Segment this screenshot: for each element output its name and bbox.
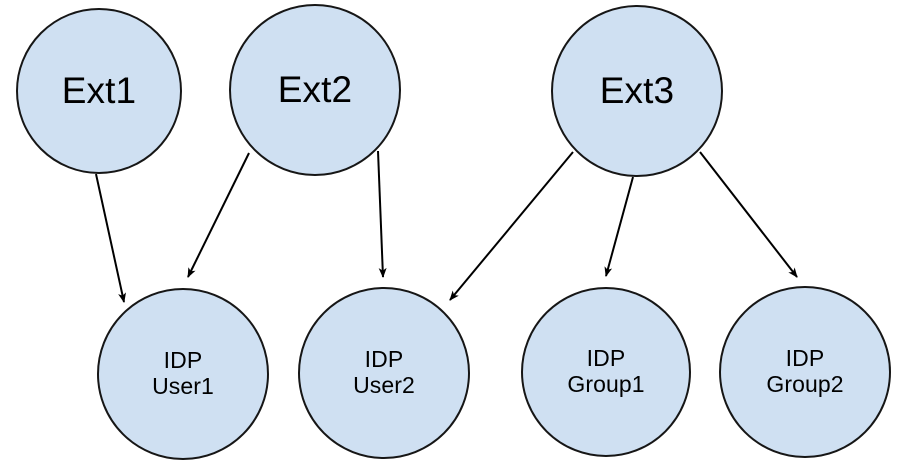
node-ext3[interactable]: Ext3	[551, 5, 723, 177]
node-idp-group1[interactable]: IDP Group1	[521, 287, 691, 457]
node-idp-user2[interactable]: IDP User2	[298, 287, 470, 459]
node-ext1-label: Ext1	[61, 70, 137, 112]
edge-ext3-to-group1	[604, 176, 634, 277]
edge-group	[95, 150, 798, 303]
node-ext3-label: Ext3	[599, 70, 675, 112]
node-idp-user1-label: IDP User1	[152, 347, 214, 399]
node-ext2[interactable]: Ext2	[229, 4, 401, 176]
edge-ext2-to-user2	[377, 150, 387, 278]
node-idp-group2-label: IDP Group2	[766, 345, 844, 397]
node-ext2-label: Ext2	[277, 69, 353, 111]
edge-ext1-to-user1	[95, 173, 126, 303]
node-idp-group2[interactable]: IDP Group2	[719, 286, 891, 458]
edge-ext3-to-group2	[699, 151, 798, 278]
node-idp-user1[interactable]: IDP User1	[97, 288, 269, 460]
node-idp-group1-label: IDP Group1	[567, 345, 645, 397]
edge-ext2-to-user1	[187, 152, 250, 278]
node-idp-user2-label: IDP User2	[353, 346, 415, 398]
edge-ext3-to-user2	[449, 151, 574, 301]
node-ext1[interactable]: Ext1	[16, 8, 182, 174]
